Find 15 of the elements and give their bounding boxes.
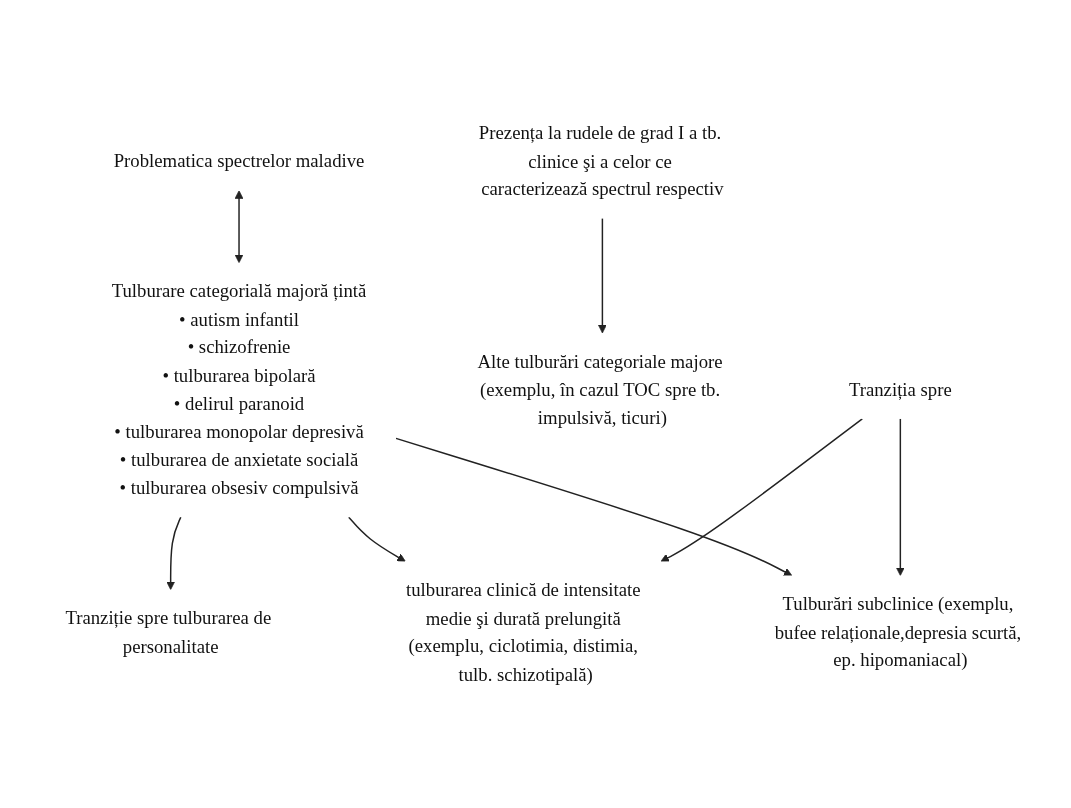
node-text: tulburarea clinică de intensitate medie şi durată prelungită (exemplu, ciclotimia, distimia, tulb. schizotipală) — [405, 579, 641, 685]
arrow — [395, 437, 793, 576]
arrow — [166, 516, 182, 590]
node-text: Alte tulburări categoriale majore (exemplu, în cazul TOC spre tb. impulsivă, ticuri) — [477, 350, 723, 428]
arrow — [348, 516, 406, 562]
arrow — [234, 190, 244, 264]
node-text: Tulburări subclinice (exemplu, bufee relaționale,depresia scurtă, ep. hipomaniacal) — [774, 593, 1022, 671]
arrow — [598, 217, 607, 334]
node-text: Prezența la rudele de grad I a tb. clinice şi a celor ce caracterizează spectrul respectiv — [478, 122, 724, 200]
arrow — [660, 418, 863, 562]
node-text: Tulburare categorială majoră țintă • autism infantil • schizofrenie • tulburarea bipolară • delirul paranoid • tulburarea monopolar depresivă • tulburarea de anxietate socială • tulburarea obsesiv compulsivă — [111, 280, 367, 498]
node-text: Problematica spectrelor maladive — [113, 150, 365, 172]
arrow — [896, 418, 905, 576]
node-text: Tranziție spre tulburarea de personalitate — [65, 607, 272, 657]
node-text: Tranziția spre — [848, 378, 952, 400]
